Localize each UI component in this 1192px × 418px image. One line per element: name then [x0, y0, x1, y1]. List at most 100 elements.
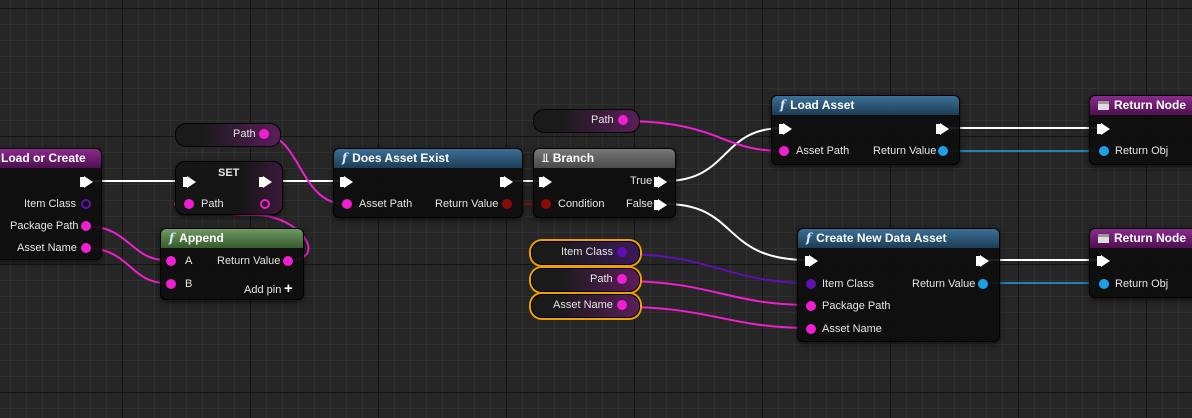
exec-out-pin[interactable] — [500, 176, 513, 188]
exec-in-pin[interactable] — [1097, 123, 1110, 135]
exec-in-pin[interactable] — [1097, 255, 1110, 267]
plus-icon[interactable]: + — [284, 280, 293, 297]
path-out-pin[interactable] — [259, 129, 269, 139]
function-icon: f — [806, 231, 812, 245]
exec-out-pin[interactable] — [259, 176, 272, 188]
item-class-variable-node[interactable]: Item Class — [531, 241, 640, 265]
branch-icon: ⫫ — [542, 151, 549, 165]
a-in-pin[interactable] — [166, 256, 176, 266]
asset-name-out-pin[interactable] — [81, 243, 91, 253]
asset-path-label: Asset Path — [359, 198, 413, 210]
path-variable-node[interactable]: Path — [533, 109, 640, 133]
exec-out-pin[interactable] — [976, 255, 989, 267]
string-wire — [621, 120, 783, 152]
path-out-pin[interactable] — [260, 199, 270, 209]
path-out-pin[interactable] — [618, 115, 628, 125]
package-path-label: Package Path — [10, 220, 79, 232]
true-label: True — [630, 175, 653, 187]
false-label: False — [626, 198, 653, 210]
load-or-create-node[interactable]: Load or Create Item Class Item Class Pac… — [0, 148, 102, 260]
asset-path-in-pin[interactable] — [779, 146, 789, 156]
return-node[interactable]: Return Node Return Obj — [1089, 228, 1192, 298]
item-class-label: Item Class — [24, 198, 76, 210]
branch-title: Branch — [552, 151, 595, 165]
asset-path-in-pin[interactable] — [342, 199, 352, 209]
add-pin-label[interactable]: Add pin — [244, 284, 282, 296]
load-asset-header[interactable]: f Load Asset — [772, 96, 959, 115]
asset-name-out-pin[interactable] — [617, 300, 627, 310]
package-path-out-pin[interactable] — [81, 221, 91, 231]
set-node[interactable]: SET Path — [175, 161, 283, 215]
path-variable-node[interactable]: Path — [531, 268, 640, 292]
item-class-in-pin[interactable] — [806, 279, 816, 289]
return-node-header[interactable]: Return Node — [1090, 229, 1192, 248]
return-value-out-pin[interactable] — [502, 199, 512, 209]
load-or-create-title: Load or Create — [1, 151, 86, 165]
item-class-variable-label: Item Class — [561, 246, 613, 258]
return-value-label: Return Value — [912, 278, 976, 290]
create-new-data-asset-node[interactable]: f Create New Data Asset Item Class Return… — [797, 228, 1000, 342]
exec-wire — [664, 203, 809, 261]
b-in-pin[interactable] — [166, 279, 176, 289]
load-or-create-header[interactable]: Load or Create — [0, 149, 101, 168]
condition-in-pin[interactable] — [541, 199, 551, 209]
create-new-data-asset-title: Create New Data Asset — [816, 231, 947, 245]
package-path-in-pin[interactable] — [806, 301, 816, 311]
item-class-out-pin[interactable] — [617, 247, 627, 257]
path-in-pin[interactable] — [184, 199, 194, 209]
return-value-label: Return Value — [435, 198, 499, 210]
path-variable-label: Path — [590, 273, 613, 285]
return-node-title: Return Node — [1114, 98, 1186, 112]
path-out-pin[interactable] — [617, 274, 627, 284]
exec-out-pin[interactable] — [80, 176, 93, 188]
return-node-icon — [1098, 101, 1109, 110]
return-node[interactable]: Return Node Return Obj — [1089, 95, 1192, 165]
exec-in-pin[interactable] — [779, 123, 792, 135]
return-obj-in-pin[interactable] — [1099, 279, 1109, 289]
asset-name-label: Asset Name — [822, 323, 882, 335]
a-label: A — [185, 255, 193, 267]
return-value-label: Return Value — [873, 145, 937, 157]
return-obj-in-pin[interactable] — [1099, 146, 1109, 156]
return-value-out-pin[interactable] — [978, 279, 988, 289]
b-label: B — [185, 278, 193, 290]
path-variable-label: Path — [591, 114, 614, 126]
append-title: Append — [179, 231, 224, 245]
return-value-out-pin[interactable] — [283, 256, 293, 266]
create-new-data-asset-header[interactable]: f Create New Data Asset — [798, 229, 999, 248]
asset-name-in-pin[interactable] — [806, 324, 816, 334]
asset-name-variable-node[interactable]: Asset Name — [531, 294, 640, 318]
exec-in-pin[interactable] — [183, 176, 196, 188]
true-exec-out-pin[interactable] — [654, 176, 667, 188]
branch-node[interactable]: ⫫Branch True Condition False — [533, 148, 676, 218]
return-node-title: Return Node — [1114, 231, 1186, 245]
asset-name-label: Asset Name — [17, 242, 77, 254]
exec-in-pin[interactable] — [539, 176, 552, 188]
exec-in-pin[interactable] — [340, 176, 353, 188]
string-wire — [621, 280, 810, 306]
set-title: SET — [218, 167, 240, 179]
return-node-header[interactable]: Return Node — [1090, 96, 1192, 115]
branch-header[interactable]: ⫫Branch — [534, 149, 675, 168]
return-value-out-pin[interactable] — [938, 146, 948, 156]
load-asset-title: Load Asset — [790, 98, 855, 112]
return-value-label: Return Value — [217, 255, 281, 267]
exec-wire — [664, 127, 784, 182]
exec-in-pin[interactable] — [805, 255, 818, 267]
false-exec-out-pin[interactable] — [654, 199, 667, 211]
return-node-icon — [1098, 234, 1109, 243]
item-class-label: Item Class — [822, 278, 874, 290]
function-icon: f — [342, 151, 348, 165]
function-icon: f — [780, 98, 786, 112]
return-obj-label: Return Obj — [1115, 278, 1169, 290]
exec-out-pin[interactable] — [936, 123, 949, 135]
item-class-out-pin[interactable] — [81, 199, 91, 209]
path-variable-node[interactable]: Path — [175, 123, 281, 147]
return-obj-label: Return Obj — [1115, 145, 1169, 157]
package-path-label: Package Path — [822, 300, 891, 312]
